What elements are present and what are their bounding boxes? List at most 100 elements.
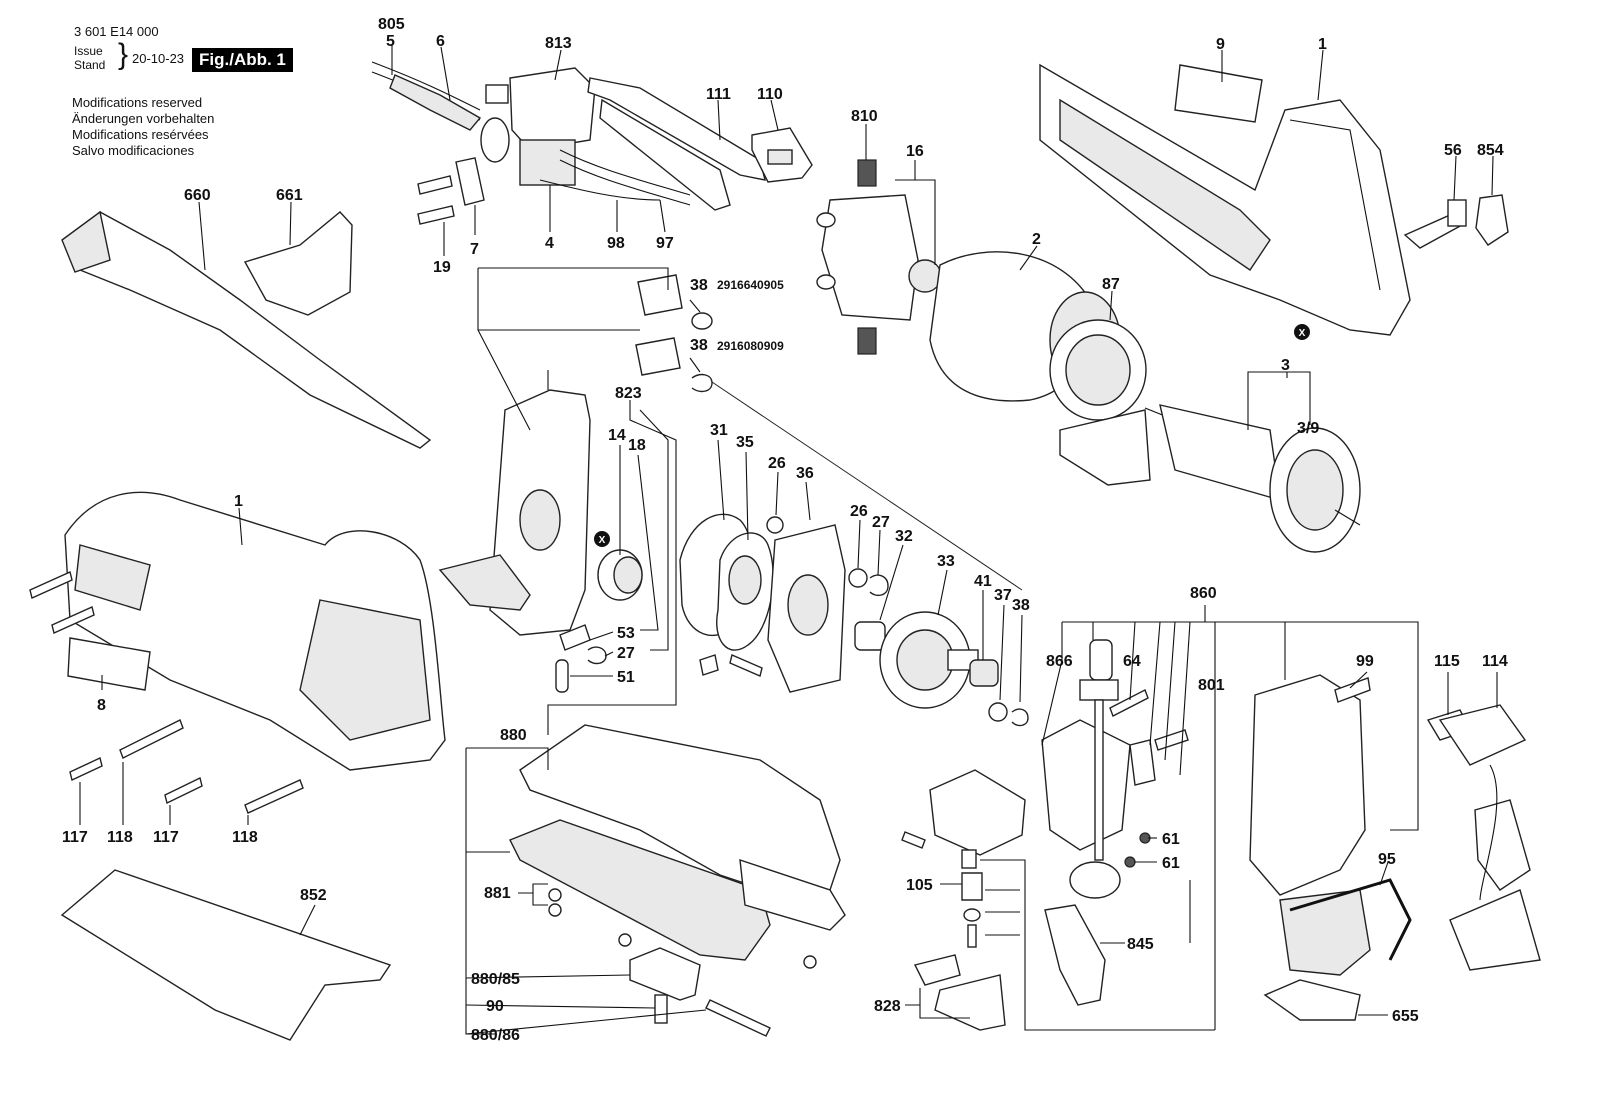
callout-661: 661	[276, 187, 303, 204]
callout-51: 51	[617, 669, 635, 686]
part-plate-36	[767, 524, 846, 693]
callout-3-9: 3/9	[1297, 420, 1319, 437]
note-de: Änderungen vorbehalten	[72, 111, 215, 126]
modification-notes: Modifications reserved Änderungen vorbeh…	[72, 95, 214, 159]
part-gasket-35	[716, 532, 774, 651]
part-housing-99	[1249, 674, 1371, 976]
callout-8: 8	[97, 697, 106, 714]
part-washers-37-38	[988, 702, 1029, 727]
callout-labels: 805 5 6 813 111 110 9 1 56 854 660 661 7…	[62, 16, 1508, 1044]
part-washer-26	[766, 516, 868, 588]
issue-date: 20-10-23	[132, 51, 185, 66]
callout-64: 64	[1123, 653, 1141, 670]
part-gear-housing	[438, 389, 591, 636]
callout-117b: 117	[153, 829, 179, 846]
stand-label: Stand	[74, 58, 106, 72]
callout-823: 823	[615, 385, 642, 402]
callout-98: 98	[607, 235, 625, 252]
callout-860: 860	[1190, 585, 1217, 602]
part-ring-27	[869, 574, 889, 597]
part-pin-64	[1109, 689, 1149, 717]
callout-26a: 26	[768, 455, 786, 472]
part-clamp-880-85	[629, 947, 701, 1001]
marker-x-2: X	[1294, 324, 1310, 340]
callout-1-body: 1	[234, 493, 243, 510]
part-cover-661	[243, 211, 353, 316]
callout-19: 19	[433, 259, 451, 276]
leader-lines	[79, 44, 1498, 1035]
part-cover-110	[751, 127, 813, 183]
part-electronics-114	[1438, 704, 1541, 971]
issue-label: Issue	[74, 44, 103, 58]
figure-label: Fig./Abb. 1	[192, 48, 293, 72]
callout-27a: 27	[872, 514, 890, 531]
issue-block: Issue Stand } 20-10-23	[74, 40, 184, 73]
callout-14: 14	[608, 427, 626, 444]
note-fr: Modifications resérvées	[72, 127, 209, 142]
callout-118b: 118	[232, 829, 258, 846]
callout-61a: 61	[1162, 831, 1180, 848]
part-cable	[371, 61, 510, 163]
callout-828: 828	[874, 998, 901, 1015]
part-label-plate	[1174, 64, 1263, 123]
part-lever-845	[1044, 904, 1106, 1006]
part-lever-56	[1403, 199, 1467, 249]
callout-3: 3	[1281, 357, 1290, 374]
callout-33: 33	[937, 553, 955, 570]
part-shoe-655	[1263, 979, 1361, 1021]
part-spring-880-86	[705, 999, 771, 1037]
callout-118a: 118	[107, 829, 133, 846]
callout-26b: 26	[850, 503, 868, 520]
callout-866: 866	[1046, 653, 1073, 670]
callout-114: 114	[1482, 653, 1508, 670]
part-label-8	[67, 637, 151, 691]
callout-117a: 117	[62, 829, 88, 846]
part-lever-828	[913, 954, 1006, 1031]
part-screws-881	[548, 888, 817, 969]
marker-x-1: X	[594, 531, 610, 547]
callout-852: 852	[300, 887, 327, 904]
part-housing-body	[64, 491, 446, 771]
callout-38a: 38	[690, 277, 708, 294]
marker-x-1-text: X	[599, 535, 606, 546]
callout-854: 854	[1477, 142, 1504, 159]
note-en: Modifications reserved	[72, 95, 203, 110]
part-fan-guide	[1049, 319, 1151, 486]
callout-880: 880	[500, 727, 527, 744]
callout-805: 805	[378, 16, 405, 33]
callout-37: 37	[994, 587, 1012, 604]
part-needle-bearing	[854, 621, 886, 651]
callout-110: 110	[757, 86, 783, 103]
callout-845: 845	[1127, 936, 1154, 953]
callout-105: 105	[906, 877, 933, 894]
callout-27b: 27	[617, 645, 635, 662]
callout-801: 801	[1198, 677, 1225, 694]
callout-2: 2	[1032, 231, 1041, 248]
part-pins-53-51	[555, 624, 763, 693]
callout-53: 53	[617, 625, 635, 642]
part-spring-105	[961, 872, 983, 948]
callout-881: 881	[484, 885, 511, 902]
callout-810: 810	[851, 108, 878, 125]
part-strain-relief	[587, 77, 766, 211]
callout-90: 90	[486, 998, 504, 1015]
callout-9: 9	[1216, 36, 1225, 53]
part-pins-38	[635, 274, 713, 393]
callout-56: 56	[1444, 142, 1462, 159]
callout-41: 41	[974, 573, 992, 590]
callout-87: 87	[1102, 276, 1120, 293]
part-wire-95	[1289, 878, 1412, 961]
callout-99: 99	[1356, 653, 1374, 670]
callout-38c: 38	[1012, 597, 1030, 614]
part-plunger	[1041, 639, 1131, 899]
part-base-plate	[509, 724, 846, 961]
callout-6: 6	[436, 33, 445, 50]
document-number: 3 601 E14 000	[74, 24, 159, 39]
callout-32: 32	[895, 528, 913, 545]
part-bearing-41	[969, 659, 999, 687]
part-number-38b: 2916080909	[717, 339, 784, 353]
part-clamp	[417, 157, 485, 225]
part-bearing-14	[597, 549, 643, 601]
